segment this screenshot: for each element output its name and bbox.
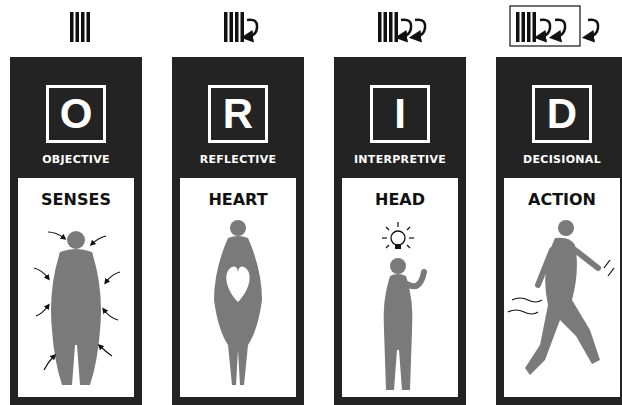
stage-label: INTERPRETIVE: [334, 153, 466, 166]
letter-box: O: [46, 85, 106, 143]
stage-letter: D: [547, 93, 577, 135]
orid-panel: OBJECTIVE O SENSES: [10, 57, 142, 405]
letter-box: I: [370, 85, 430, 143]
focus-box: HEAD: [342, 178, 458, 397]
stage-letter: O: [60, 93, 93, 135]
action-figure: [508, 220, 614, 375]
letter-box: R: [208, 85, 268, 143]
letter-box: D: [532, 85, 592, 143]
orid-panel: DECISIONAL D ACTION: [496, 57, 622, 405]
focus-box: HEART: [180, 178, 296, 397]
heart-figure: [214, 220, 262, 385]
stage-label: DECISIONAL: [496, 153, 622, 166]
bars-arrows-icon: [378, 12, 425, 42]
head-figure: [382, 222, 424, 390]
focus-box: SENSES: [18, 178, 134, 397]
focus-box: ACTION: [504, 178, 620, 397]
focus-heading: SENSES: [18, 190, 134, 209]
focus-heading: HEART: [180, 190, 296, 209]
bars-icon: [70, 12, 90, 42]
boxed-cycle-icon: [510, 6, 598, 46]
orid-panel: REFLECTIVE R HEART: [172, 57, 304, 405]
senses-figure: [34, 231, 120, 385]
bars-arrow-icon: [224, 12, 257, 42]
stage-letter: I: [394, 93, 406, 135]
focus-heading: ACTION: [504, 190, 620, 209]
stage-letter: R: [223, 93, 253, 135]
stage-label: OBJECTIVE: [10, 153, 142, 166]
focus-heading: HEAD: [342, 190, 458, 209]
orid-panel: INTERPRETIVE I HEAD: [334, 57, 466, 405]
stage-label: REFLECTIVE: [172, 153, 304, 166]
